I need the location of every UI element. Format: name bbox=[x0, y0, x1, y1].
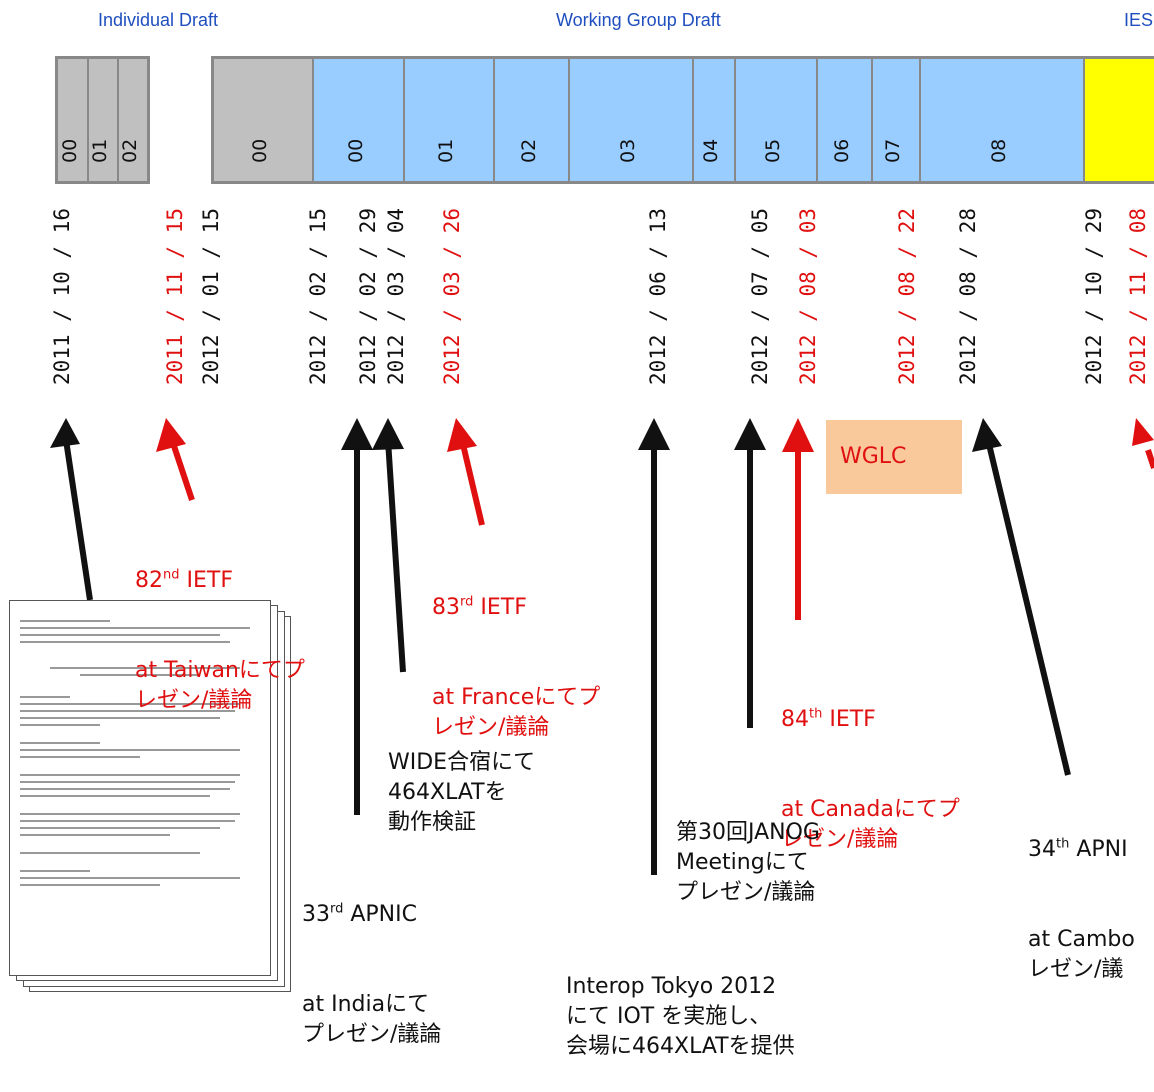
document-page bbox=[9, 600, 271, 976]
wg-version-02: 02 bbox=[495, 59, 570, 181]
wglc-label: WGLC bbox=[840, 444, 907, 469]
wg-version-07: 07 bbox=[873, 59, 921, 181]
ind-version-01: 01 bbox=[89, 59, 119, 181]
arrow-2011-11-15 bbox=[169, 439, 195, 501]
wg-version-04: 04 bbox=[694, 59, 736, 181]
ind-version-00: 00 bbox=[58, 59, 89, 181]
header-iesg: IES bbox=[1124, 10, 1154, 30]
wg-version-06: 06 bbox=[818, 59, 873, 181]
note-ietf84: 84th IETF at Canadaにてプレゼン/議論 bbox=[781, 706, 960, 852]
arrow-2012-03-04 bbox=[385, 439, 406, 673]
wglc-box: WGLC bbox=[826, 420, 962, 494]
iesg-segment bbox=[1085, 59, 1154, 181]
arrow-2012-03-26 bbox=[459, 439, 485, 526]
note-ietf83: 83rd IETF at Franceにてプレゼン/議論 bbox=[432, 594, 601, 740]
header-working-group-draft: Working Group Draft bbox=[556, 10, 721, 30]
wg-version-03: 03 bbox=[570, 59, 694, 181]
arrow-2011-10-16 bbox=[63, 439, 93, 601]
note-ietf82: 82nd IETF at Taiwanにてプレゼン/議論 bbox=[135, 567, 305, 713]
header-individual-draft: Individual Draft bbox=[98, 10, 219, 30]
working-group-draft-bar: 00 00 01 02 03 04 05 06 07 08 bbox=[211, 56, 1154, 184]
arrow-2012-08-28 bbox=[985, 439, 1071, 776]
note-apnic33: 33rd APNIC at Indiaにてプレゼン/議論 bbox=[302, 901, 442, 1047]
arrows-layer bbox=[50, 418, 1154, 875]
wg-version-05: 05 bbox=[736, 59, 818, 181]
document-stack bbox=[9, 600, 291, 992]
individual-draft-bar: 00 01 02 bbox=[55, 56, 150, 184]
wg-version-00: 00 bbox=[314, 59, 405, 181]
wg-version-01: 01 bbox=[405, 59, 495, 181]
arrow-2012-11-08 bbox=[1145, 449, 1154, 469]
wg-version-08: 08 bbox=[921, 59, 1085, 181]
wg-version-00-gray: 00 bbox=[214, 59, 314, 181]
